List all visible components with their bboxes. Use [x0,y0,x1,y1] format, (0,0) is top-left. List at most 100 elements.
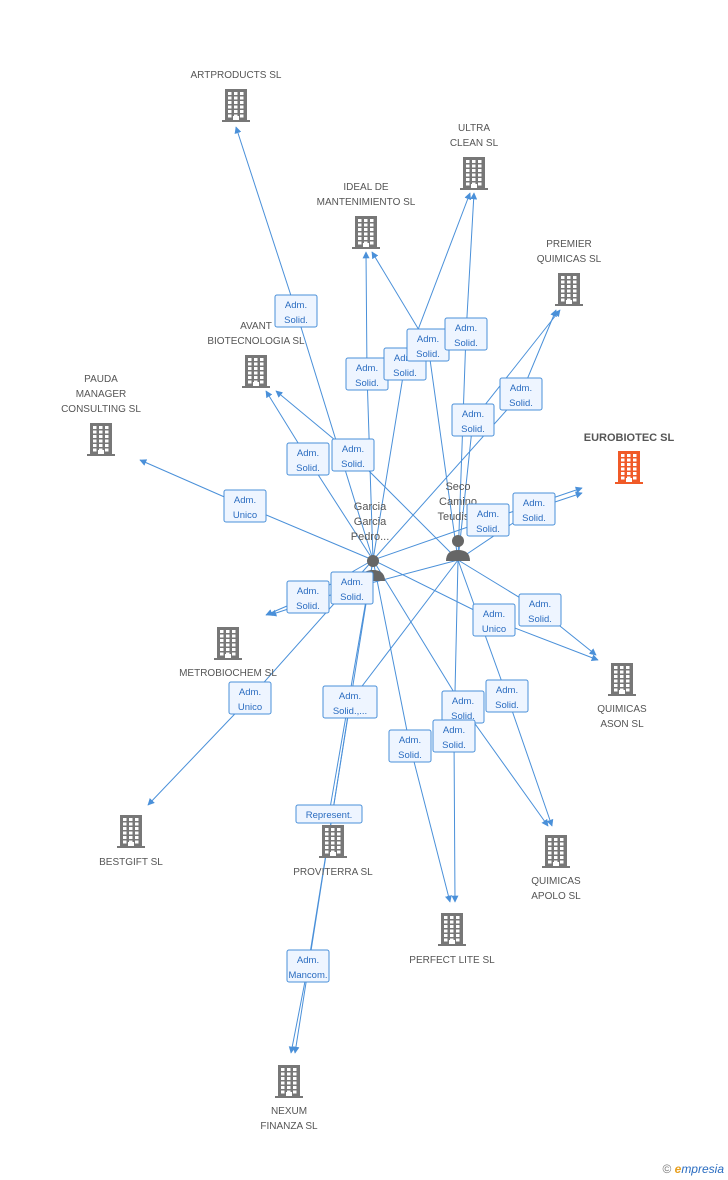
company-label: NEXUM [271,1106,307,1117]
relation-label[interactable]: Adm.Solid. [286,442,330,476]
relation-label-text: Adm. [417,334,439,345]
person-node-garcia[interactable]: GarciaGarciaPedro... [351,501,390,543]
relation-label-text: Solid. [284,315,308,326]
building-icon [242,355,270,388]
relation-label[interactable]: Adm. Solid. [406,328,450,362]
relation-label-text: Adm. [529,599,551,610]
relation-label[interactable]: Adm.Solid. [451,403,495,437]
relation-label[interactable]: Adm. Unico [223,489,267,523]
building-icon [117,815,145,848]
company-node-artproducts[interactable]: ARTPRODUCTS SL [191,70,282,81]
person-label: Pedro... [351,531,390,543]
relation-label[interactable]: Adm.Unico [472,603,516,637]
relation-label-text: Adm. [234,495,256,506]
relation-label[interactable]: Adm.Solid. [441,690,485,724]
relation-label[interactable]: Adm.Unico [228,681,272,715]
relation-label[interactable]: Adm. Solid. [518,593,562,627]
relation-label-text: Solid. [340,592,364,603]
person-label: Garcia [354,516,387,528]
company-node-perfect[interactable]: PERFECT LITE SL [409,955,495,966]
relation-label-text: Solid. [355,378,379,389]
relation-label-text: Adm. [285,300,307,311]
relation-label-text: Adm. [297,955,319,966]
company-label: FINANZA SL [260,1121,318,1132]
company-node-metrobiochem[interactable]: METROBIOCHEM SL [179,668,277,679]
relation-label-text: Solid. [509,398,533,409]
relation-label-box [485,679,529,713]
relation-label[interactable]: Adm.Solid. [432,719,476,753]
company-node-quimicas_ason[interactable]: QUIMICAS ASON SL [597,704,647,730]
company-label: BIOTECNOLOGIA SL [207,336,305,347]
company-label: QUIMICAS [597,704,647,715]
building-icon [222,89,250,122]
relation-label-text: Adm. [496,685,518,696]
company-label: QUIMICAS SL [537,254,602,265]
relation-label-text: Adm. [483,609,505,620]
relation-label[interactable]: Adm.Solid. [331,438,375,472]
relation-label-text: Adm. [394,353,416,364]
company-label: EUROBIOTEC SL [584,432,675,444]
company-node-proviterra[interactable]: PROVITERRA SL [293,867,373,878]
relation-label-text: Unico [233,510,257,521]
building-icon [352,216,380,249]
relation-label-box [466,503,510,537]
relation-label[interactable]: Represent. [295,804,363,824]
company-label: PROVITERRA SL [293,867,373,878]
relation-label-box [444,317,488,351]
building-icon [319,825,347,858]
relation-label[interactable]: Adm. Solid.,... [322,685,378,719]
relation-label-text: Solid. [522,513,546,524]
relation-label-text: Solid.,... [333,706,367,717]
relation-label-text: Adm. [455,323,477,334]
company-label: PERFECT LITE SL [409,955,495,966]
building-icon [615,451,643,484]
company-label: PAUDA [84,374,118,385]
relation-label[interactable]: Adm.Solid. [388,729,432,763]
relation-label-box [286,442,330,476]
relation-label[interactable]: Adm.Solid. [512,492,556,526]
building-icon [438,913,466,946]
relation-label[interactable]: Adm.Mancom. [286,949,330,983]
company-node-nexum[interactable]: NEXUM FINANZA SL [260,1106,318,1132]
relation-label-box [472,603,516,637]
relation-label-text: Solid. [398,750,422,761]
relation-label-text: Adm. [356,363,378,374]
relation-label[interactable]: Adm. Solid. [274,294,318,328]
building-icon [555,273,583,306]
relation-label-text: Adm. [339,691,361,702]
company-label: METROBIOCHEM SL [179,668,277,679]
company-node-eurobiotec[interactable]: EUROBIOTEC SL [584,432,675,444]
relation-label-box [274,294,318,328]
relation-label[interactable]: Adm.Solid. [485,679,529,713]
company-label: MANAGER [76,389,127,400]
relation-label-text: Solid. [461,424,485,435]
relation-label-text: Solid. [416,349,440,360]
relation-label[interactable]: Adm. Solid. [330,571,374,605]
building-icon [460,157,488,190]
relation-label[interactable]: Adm.Solid. [444,317,488,351]
company-label: ASON SL [600,719,644,730]
relation-label-text: Adm. [510,383,532,394]
company-node-bestgift[interactable]: BESTGIFT SL [99,857,163,868]
relation-label[interactable]: Adm. Solid. [499,377,543,411]
relation-label-text: Represent. [306,810,352,821]
relation-label-text: Solid. [528,614,552,625]
relation-label[interactable]: Adm.Solid. [466,503,510,537]
relation-label[interactable]: Adm. Solid. [345,357,389,391]
relation-label[interactable]: Adm.Solid. [286,580,330,614]
edge-garcia-ideal [362,251,374,561]
relation-label-text: Adm. [341,577,363,588]
relation-label-box [432,719,476,753]
company-label: ARTPRODUCTS SL [191,70,282,81]
relation-label-text: Adm. [342,444,364,455]
relation-label-text: Adm. [443,725,465,736]
relation-label-box [512,492,556,526]
relation-label-text: Adm. [297,448,319,459]
